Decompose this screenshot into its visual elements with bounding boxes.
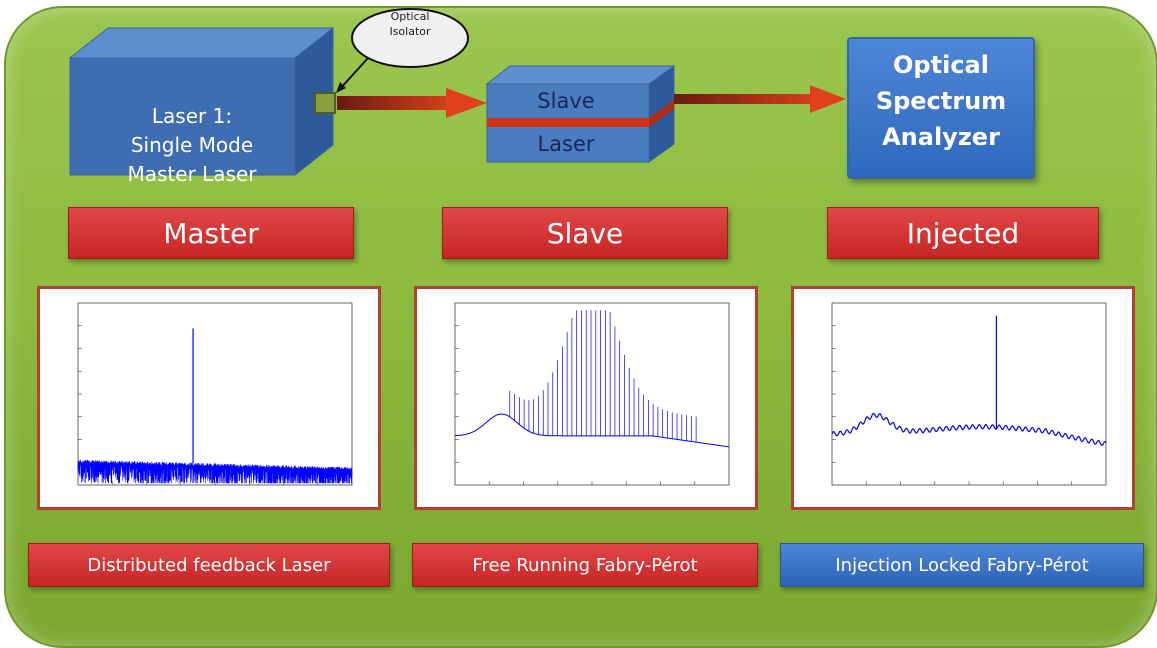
- spectrum-analyzer-label: Optical Spectrum Analyzer: [847, 47, 1035, 155]
- master-laser-line-1: Laser 1:: [151, 104, 233, 128]
- spectrum-analyzer-box: [847, 37, 1035, 179]
- beam-arrow-2: [674, 85, 846, 113]
- plot-master: [37, 286, 381, 510]
- master-laser-label: Laser 1: Single Mode Master Laser: [74, 102, 310, 189]
- slave-laser-label-top: Slave: [537, 89, 595, 113]
- caption-slave: Free Running Fabry-Pérot: [412, 543, 758, 587]
- slave-laser-box: [485, 65, 676, 163]
- isolator-label: Optical Isolator: [352, 9, 468, 39]
- plot-master-svg: [77, 302, 353, 486]
- master-laser-box: [68, 26, 335, 177]
- isolator-pointer: [338, 57, 369, 91]
- isolator-connector: [314, 92, 336, 114]
- slave-laser-label-bottom: Laser: [537, 132, 595, 156]
- slave-axes-frame: [454, 302, 730, 486]
- isolator-line-2: Isolator: [389, 25, 431, 38]
- master-laser-line-3: Master Laser: [127, 162, 257, 186]
- plot-slave-svg: [454, 302, 730, 486]
- isolator-line-1: Optical: [390, 10, 430, 23]
- analyzer-line-1: Optical: [893, 51, 989, 79]
- master-laser-line-2: Single Mode: [130, 133, 254, 157]
- caption-injected: Injection Locked Fabry-Pérot: [780, 543, 1144, 587]
- header-master: Master: [68, 207, 354, 259]
- analyzer-line-2: Spectrum: [875, 87, 1007, 115]
- master-axes-frame: [77, 302, 353, 486]
- injected-axes-frame: [831, 302, 1107, 486]
- slave-baseline-trace: [455, 413, 730, 448]
- plot-injected-svg: [831, 302, 1107, 486]
- injected-baseline-trace: [831, 412, 1107, 447]
- caption-master: Distributed feedback Laser: [28, 543, 390, 587]
- header-slave: Slave: [442, 207, 728, 259]
- header-injected: Injected: [827, 207, 1099, 259]
- isolator-callout: [351, 8, 469, 68]
- plot-slave: [414, 286, 758, 510]
- beam-arrow-1: [337, 88, 487, 118]
- analyzer-line-3: Analyzer: [882, 123, 1000, 151]
- master-noise-trace: [77, 459, 353, 484]
- plot-injected: [791, 286, 1135, 510]
